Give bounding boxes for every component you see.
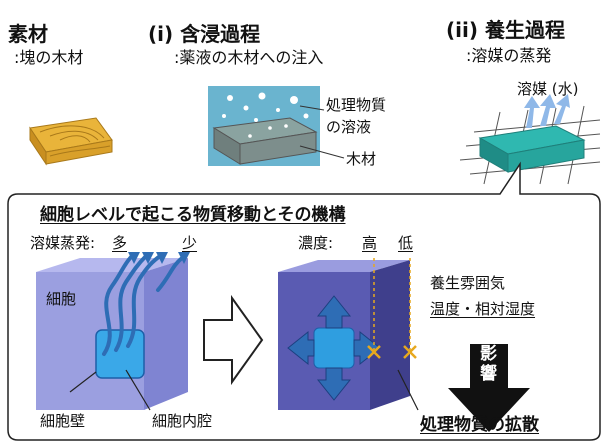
cell-lumen-label: 細胞内腔 <box>152 412 213 430</box>
influence-char-1: 影 <box>480 344 497 364</box>
stage-1-title: 素材 <box>8 22 48 46</box>
evaporation-prefix: 溶媒蒸発: <box>30 234 96 252</box>
cell-cube-right <box>278 258 419 411</box>
cell-panel-heading: 細胞レベルで起こる物質移動とその機構 <box>40 205 346 225</box>
wood-label: 木材 <box>346 150 377 168</box>
impregnation-illustration <box>208 86 345 166</box>
evaporation-few: 少 <box>182 234 198 252</box>
evaporation-many: 多 <box>112 234 128 252</box>
influence-text: 影 響 <box>480 344 497 384</box>
stage-1-subtitle: :塊の木材 <box>14 48 84 67</box>
atmosphere-label: 養生雰囲気 <box>430 274 506 292</box>
concentration-prefix: 濃度: <box>298 234 334 252</box>
cell-wall-label: 細胞壁 <box>40 412 86 430</box>
evaporation-arrows <box>102 254 184 356</box>
solvent-label: 溶媒 (水) <box>517 80 579 98</box>
stage-3-subtitle: :溶媒の蒸発 <box>466 46 552 65</box>
diffusion-label: 処理物質の拡散 <box>420 415 539 435</box>
concentration-high: 高 <box>362 234 378 252</box>
raw-wood-block <box>29 117 113 166</box>
concentration-low: 低 <box>398 234 414 252</box>
curing-illustration <box>459 94 601 185</box>
solution-label-1: 処理物質 <box>326 96 387 114</box>
cell-label: 細胞 <box>46 290 77 308</box>
stage-2-subtitle: :薬液の木材への注入 <box>174 48 324 67</box>
temp-humidity-label: 温度・相対湿度 <box>430 300 536 318</box>
influence-char-2: 響 <box>480 364 497 384</box>
solution-label-2: の溶液 <box>326 118 372 136</box>
stage-3-title: (ii) 養生過程 <box>446 18 565 42</box>
transition-arrow <box>203 294 264 386</box>
influence-arrow <box>448 344 530 432</box>
cell-cube-left <box>36 258 188 411</box>
stage-2-title: (i) 含浸過程 <box>148 22 261 46</box>
